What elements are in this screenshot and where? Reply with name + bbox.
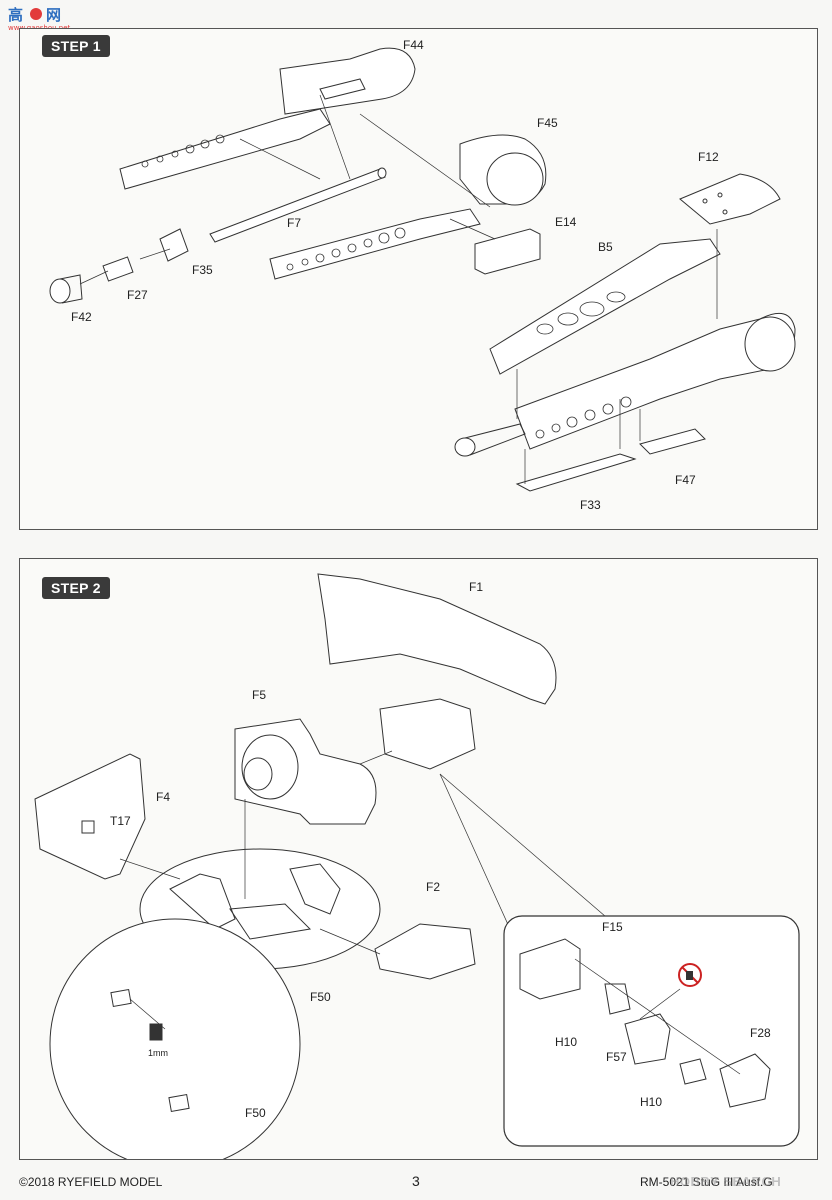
part-label-e14: E14	[555, 215, 577, 229]
part-label-f15: F15	[602, 920, 623, 934]
part-label-f28: F28	[750, 1026, 771, 1040]
part-label-f50: F50	[310, 990, 331, 1004]
kit-code: RM-5021 StuG III Ausf.G	[640, 1175, 773, 1189]
svg-text:高: 高	[8, 6, 23, 24]
part-label-t17: T17	[110, 814, 131, 828]
step2-panel: STEP 2	[19, 558, 818, 1160]
part-label-f1: F1	[469, 580, 483, 594]
part-label-b5: B5	[598, 240, 613, 254]
drill-hole-icon	[150, 1024, 162, 1040]
part-label-f2: F2	[426, 880, 440, 894]
step2-drawing: F1 F5 F4 T17 F2 F50 F50 F15 H10 F57 H10 …	[34, 573, 800, 1159]
step1-panel: STEP 1	[19, 28, 818, 530]
part-label-f4: F4	[156, 790, 170, 804]
part-label-f33: F33	[580, 498, 601, 512]
hobby-search-watermark: HOBBY SEARCH	[670, 1174, 782, 1189]
part-label-f35: F35	[192, 263, 213, 277]
part-label-f12: F12	[698, 150, 719, 164]
drill-size-label: 1mm	[148, 1048, 168, 1058]
part-label-h10-lower: H10	[640, 1095, 662, 1109]
part-label-f50-detail: F50	[245, 1106, 266, 1120]
step2-badge: STEP 2	[42, 577, 110, 599]
page-number: 3	[412, 1173, 420, 1189]
part-label-f27: F27	[127, 288, 148, 302]
part-label-f47: F47	[675, 473, 696, 487]
part-label-f44: F44	[403, 38, 424, 52]
step1-badge: STEP 1	[42, 35, 110, 57]
part-label-f7: F7	[287, 216, 301, 230]
part-label-f57: F57	[606, 1050, 627, 1064]
part-label-h10: H10	[555, 1035, 577, 1049]
part-label-f42: F42	[71, 310, 92, 324]
part-label-f45: F45	[537, 116, 558, 130]
part-label-f5: F5	[252, 688, 266, 702]
copyright-text: ©2018 RYEFIELD MODEL	[19, 1175, 163, 1189]
svg-text:网: 网	[46, 6, 61, 24]
no-glue-icon	[678, 963, 702, 987]
step1-drawing: F44 F45 F7 E14 F35 F27 F42 F12 B5 F47 F3…	[49, 38, 796, 512]
